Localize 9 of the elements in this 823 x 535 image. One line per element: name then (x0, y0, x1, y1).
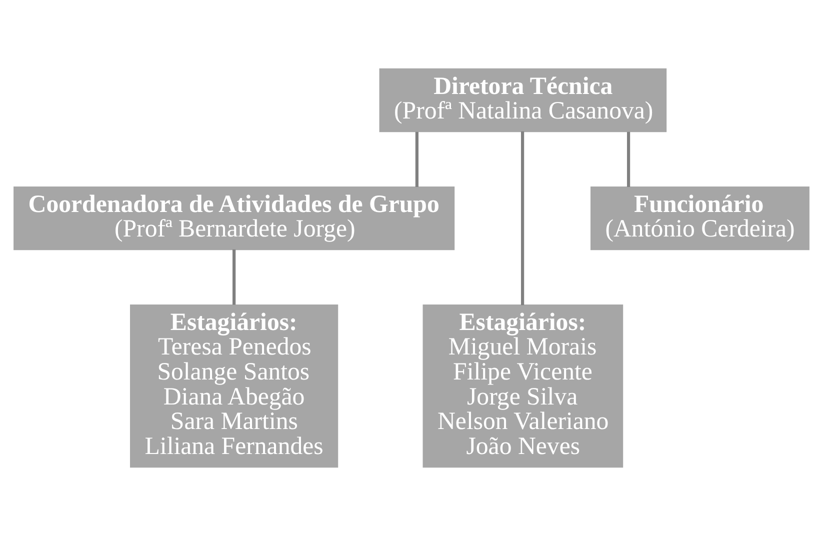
connector (232, 248, 236, 304)
connector (626, 131, 630, 186)
node-box: Diretora Técnica (Profª Natalina Casanova) (379, 68, 667, 132)
connector (520, 130, 524, 305)
node-box: Coordenadora de Atividades de Grupo (Profª Bernardete Jorge) (14, 186, 455, 250)
node-box: Estagiários: Miguel Morais Filipe Vicente Jorge Silva Nelson Valeriano João Neves (422, 304, 624, 468)
connector (415, 131, 418, 186)
node-box: Estagiários: Teresa Penedos Solange Santos Diana Abegão Sara Martins Liliana Fernandes (130, 304, 338, 468)
node-box: Funcionário (António Cerdeira) (590, 186, 810, 250)
